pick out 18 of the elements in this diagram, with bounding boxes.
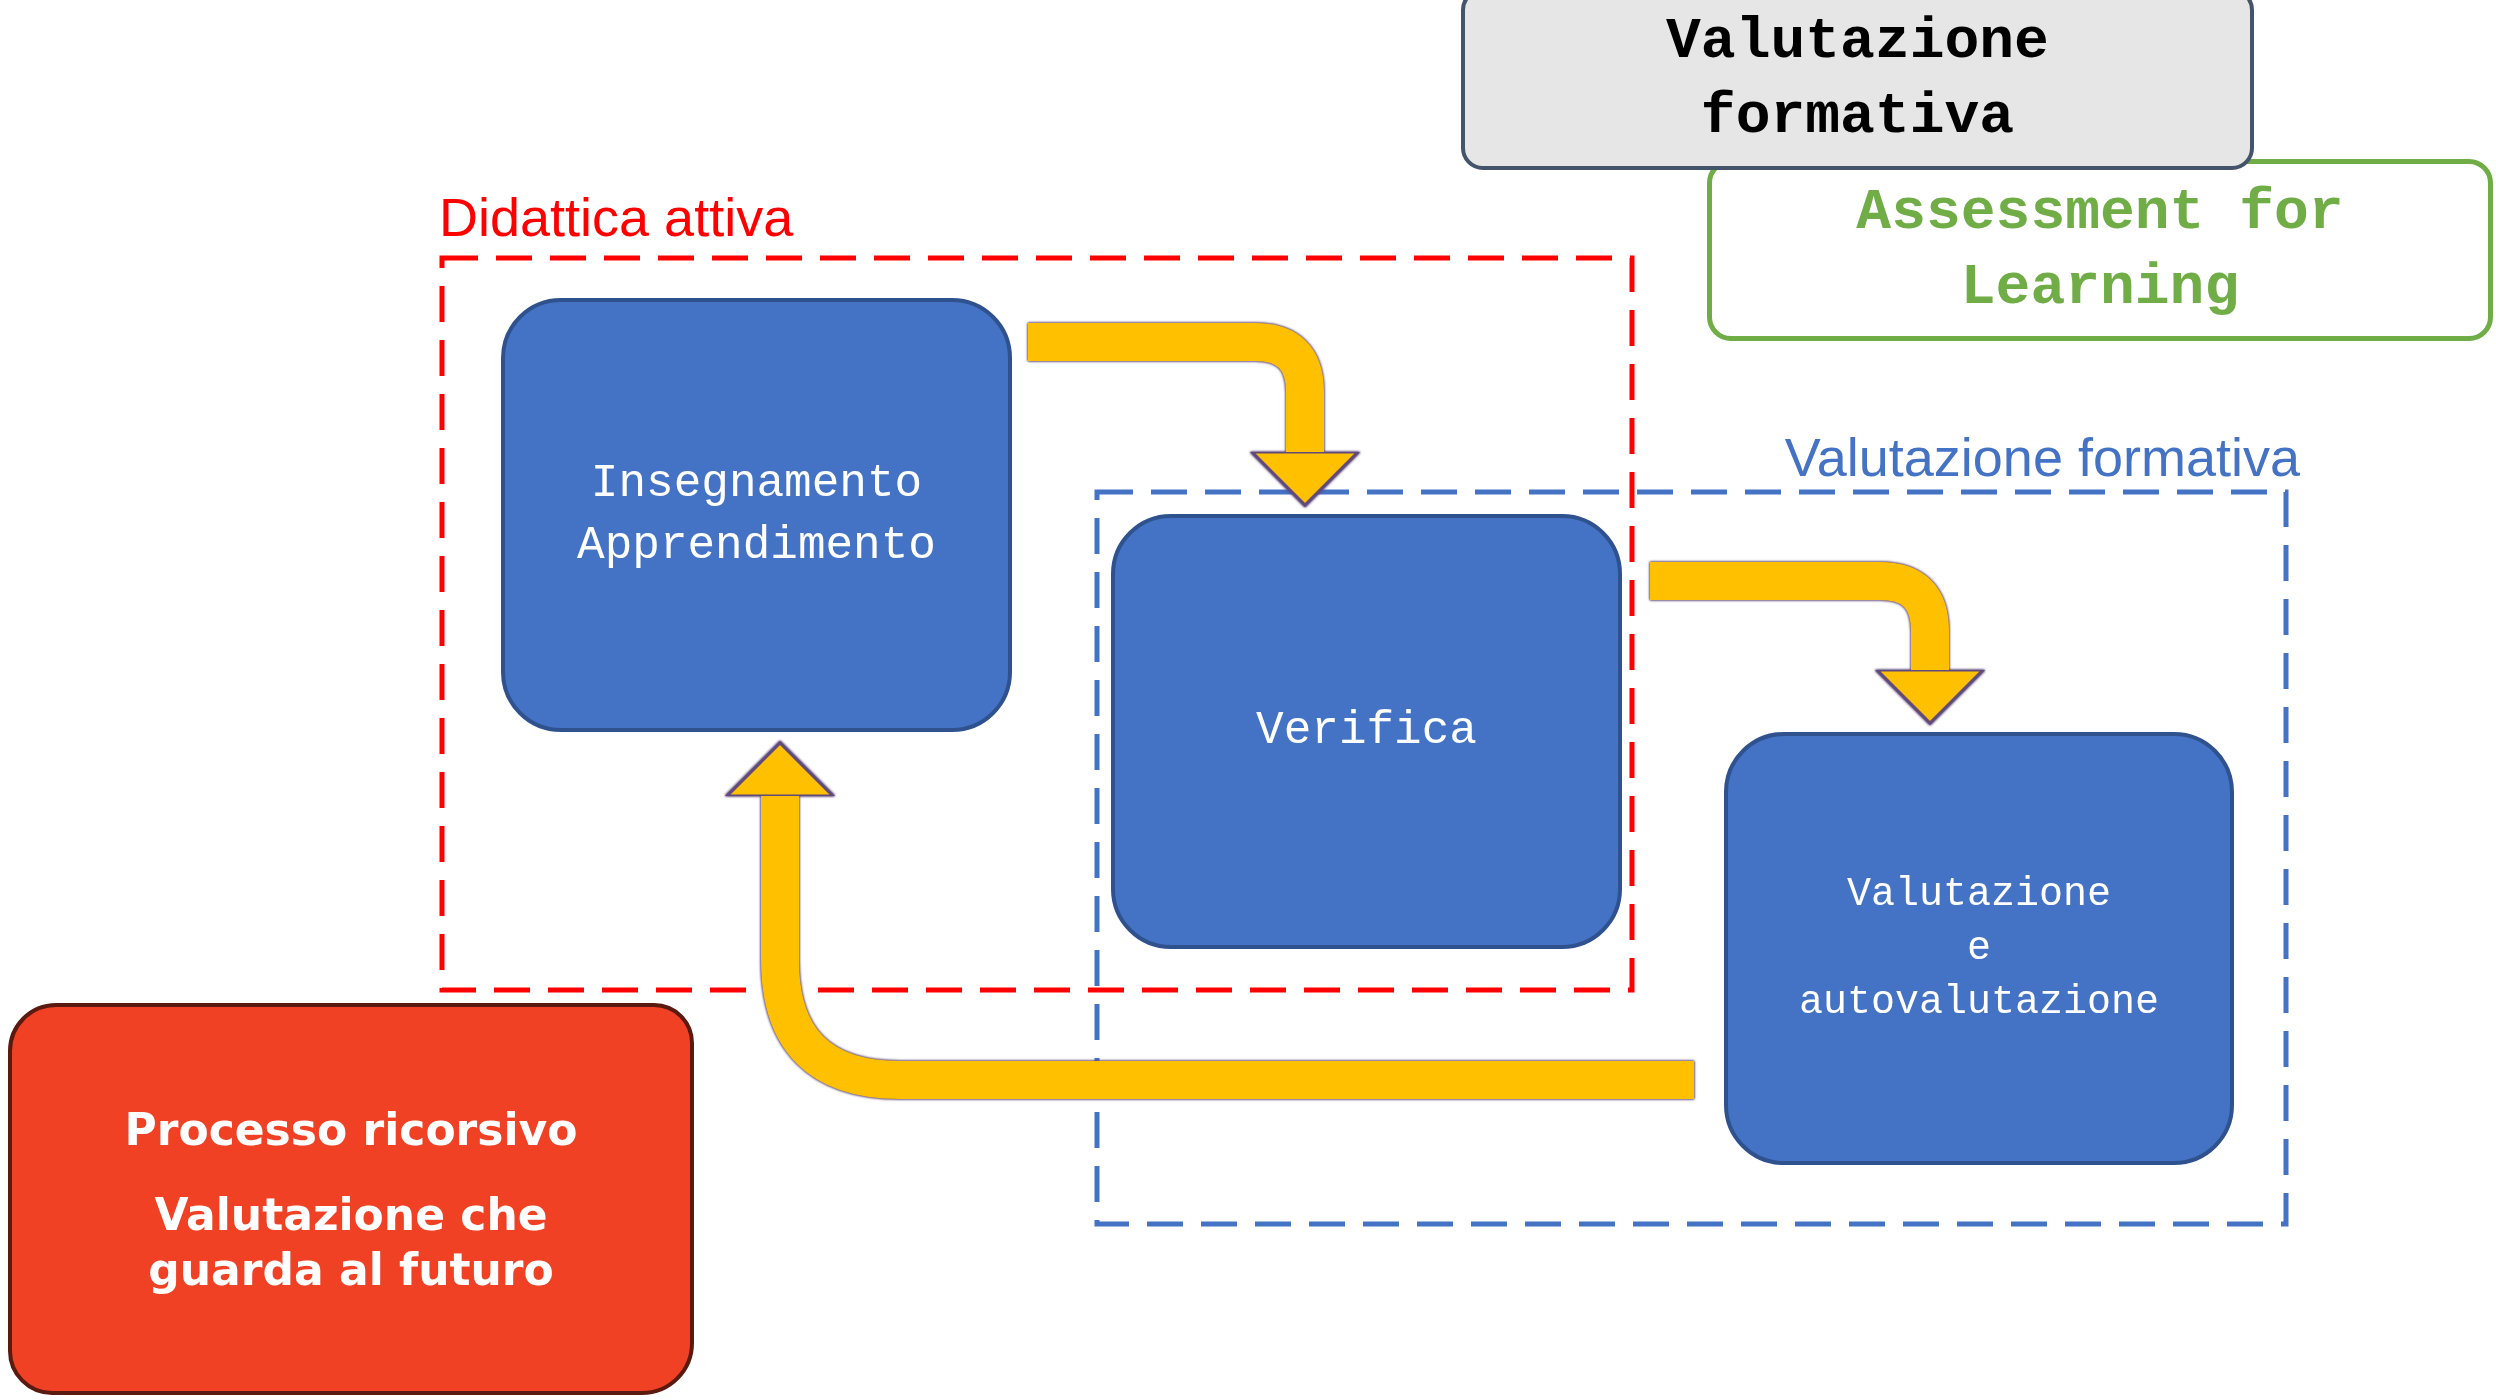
box-label: Assessment for Learning [1855, 178, 2345, 322]
process-box [1111, 514, 1622, 949]
arrow [1028, 323, 1360, 507]
note-text: Valutazione che guarda al futuro [147, 1187, 555, 1297]
box-label: Valutazione formativa [1666, 7, 2049, 151]
process-box [1724, 732, 2234, 1165]
process-box [501, 298, 1012, 732]
note-box [8, 1003, 694, 1395]
arrow [1650, 562, 1985, 725]
region-label: Didattica attiva [439, 188, 794, 248]
box-label: Insegnamento Apprendimento [576, 456, 937, 574]
box-label: Valutazione e autovalutazione [1797, 870, 2161, 1027]
arrow [725, 741, 1694, 1099]
region-label: Valutazione formativa [1784, 428, 2300, 488]
box-label: Verifica [1255, 704, 1478, 760]
title-box [1461, 0, 2254, 170]
label-box [1707, 159, 2493, 341]
note-text: Processo ricorsivo [123, 1102, 579, 1157]
